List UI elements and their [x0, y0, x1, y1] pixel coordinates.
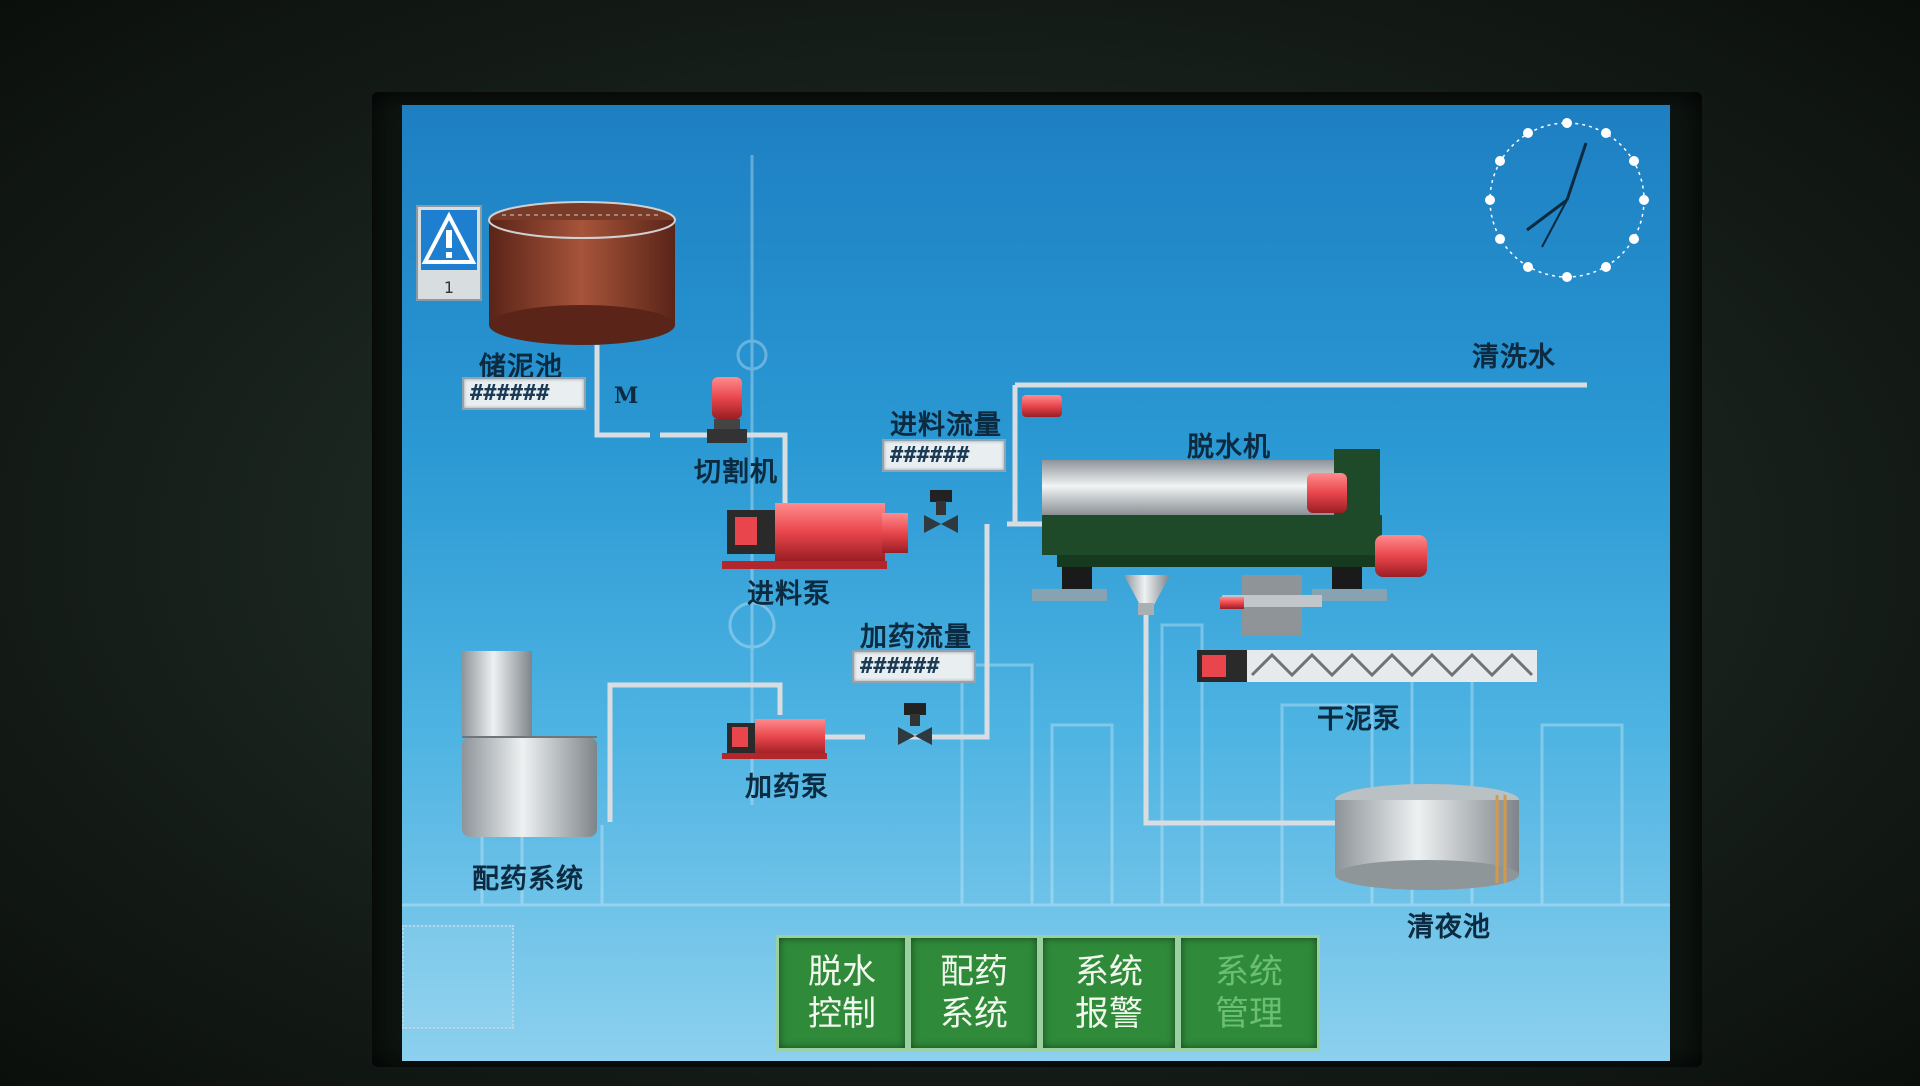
feed-flow-label: 进料流量 [890, 410, 1002, 441]
wash-water-label: 清洗水 [1472, 342, 1556, 373]
feed-flowmeter-graphic [924, 490, 958, 533]
dosing-pump-graphic [722, 719, 827, 759]
system-management-button[interactable]: 系统 管理 [1178, 935, 1320, 1051]
dosing-flowmeter-graphic [898, 703, 932, 745]
dosing-flow-readout: ###### [852, 650, 976, 683]
blank-panel [402, 925, 514, 1029]
dosing-system-graphic [462, 651, 597, 837]
alarm-count: 1 [443, 278, 455, 297]
dry-sludge-pump-label: 干泥泵 [1317, 704, 1401, 735]
feed-pump-graphic [722, 503, 908, 569]
system-alarm-button[interactable]: 系统 报警 [1040, 935, 1178, 1051]
clear-liquid-tank-label: 清夜池 [1407, 912, 1491, 943]
dosing-system-label: 配药系统 [472, 864, 584, 895]
skyline-watermark [402, 155, 1670, 907]
motor-mark: M [614, 383, 640, 409]
dewatering-machine-graphic [1022, 395, 1427, 635]
cutter-label: 切割机 [694, 457, 778, 488]
dosing-pump-label: 加药泵 [745, 772, 829, 803]
warning-icon [421, 210, 477, 270]
hmi-screen: 1 [402, 105, 1670, 1061]
analog-clock-icon [1485, 118, 1649, 282]
dry-sludge-pump-graphic [1197, 650, 1537, 682]
clear-liquid-tank-graphic [1335, 784, 1519, 890]
process-diagram [462, 201, 1587, 890]
sludge-tank-graphic [488, 201, 676, 345]
cutter-graphic [707, 377, 747, 443]
feed-pump-label: 进料泵 [747, 579, 831, 610]
sludge-level-readout: ###### [462, 377, 586, 410]
dewatering-machine-label: 脱水机 [1187, 432, 1271, 463]
dosing-flow-label: 加药流量 [860, 622, 972, 653]
dosing-system-button[interactable]: 配药 系统 [908, 935, 1040, 1051]
feed-flow-readout: ###### [882, 439, 1006, 472]
dewatering-control-button[interactable]: 脱水 控制 [776, 935, 908, 1051]
alarm-indicator[interactable]: 1 [416, 205, 482, 301]
